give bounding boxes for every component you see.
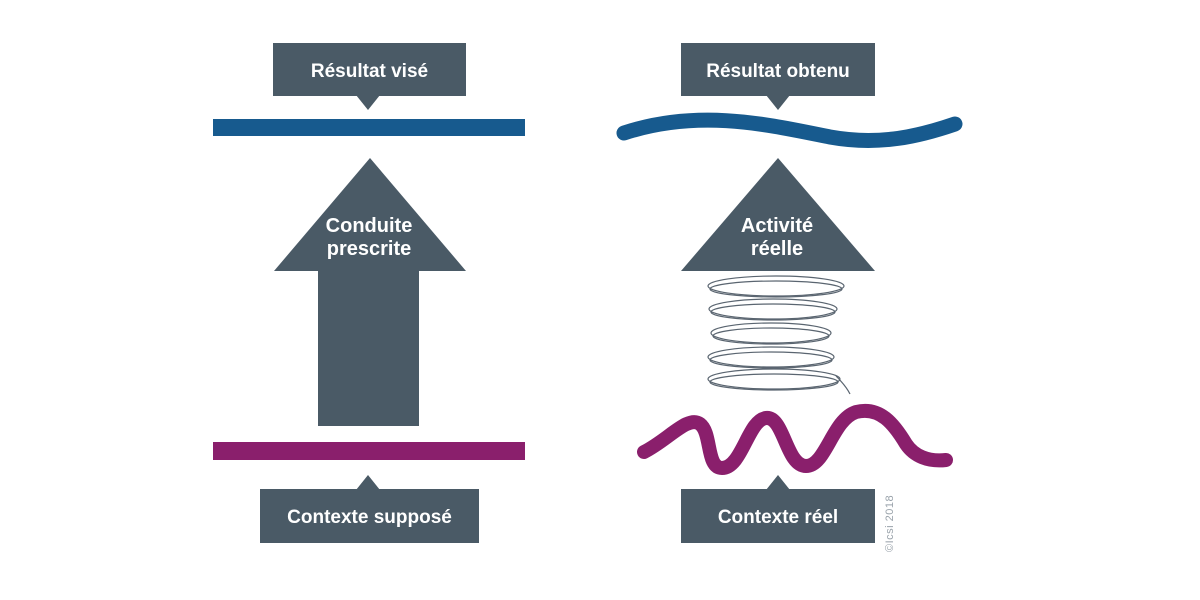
right-arrow-label-line2: réelle [751,238,803,260]
right-top-callout: Résultat obtenu [681,43,875,110]
left-arrow-label-line2: prescrite [327,238,412,260]
left-arrow: Conduite prescrite [274,158,466,426]
right-result-wave [616,112,963,148]
left-result-line [213,119,525,136]
left-panel: Résultat visé Conduite prescrite Context… [213,43,525,543]
left-arrow-label-line1: Conduite [326,215,413,237]
left-bottom-label: Contexte supposé [287,507,452,528]
left-context-line [213,442,525,460]
right-bottom-callout: Contexte réel [681,475,875,543]
right-arrow: Activité réelle [681,158,875,271]
right-top-label: Résultat obtenu [706,61,850,82]
right-panel: Résultat obtenu Activité réelle [616,43,963,543]
left-top-label: Résultat visé [311,61,428,82]
left-bottom-callout: Contexte supposé [260,475,479,543]
right-context-wave [637,403,953,475]
spring-coil [707,275,851,395]
copyright-credit: ©Icsi 2018 [884,495,896,552]
left-top-callout: Résultat visé [273,43,466,110]
right-arrow-label-line1: Activité [741,215,813,237]
right-bottom-label: Contexte réel [718,507,838,528]
